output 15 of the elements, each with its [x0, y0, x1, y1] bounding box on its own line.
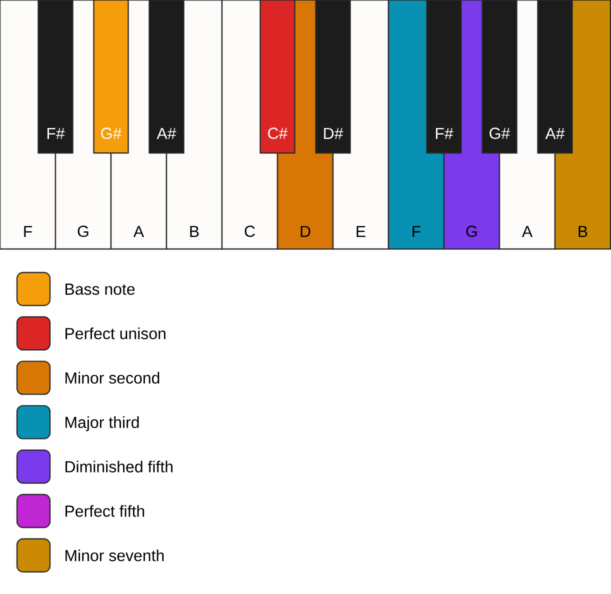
legend-label: Minor seventh	[66, 550, 164, 562]
legend-label: Perfect unison	[66, 328, 166, 340]
piano-key: C#	[260, 0, 296, 154]
legend-label: Perfect fifth	[66, 505, 144, 517]
piano-key: D#	[315, 0, 351, 154]
legend-label: Minor second	[66, 372, 160, 384]
piano-key: F#	[38, 0, 74, 154]
legend-label: Diminished fifth	[66, 460, 172, 472]
piano-key: G#	[482, 0, 518, 154]
piano-key: A#	[148, 0, 184, 154]
piano-key: G#	[93, 0, 129, 154]
legend-label: Bass note	[66, 284, 135, 295]
piano-key: F#	[426, 0, 462, 154]
piano-key: A#	[537, 0, 573, 154]
legend-label: Major third	[66, 416, 139, 432]
